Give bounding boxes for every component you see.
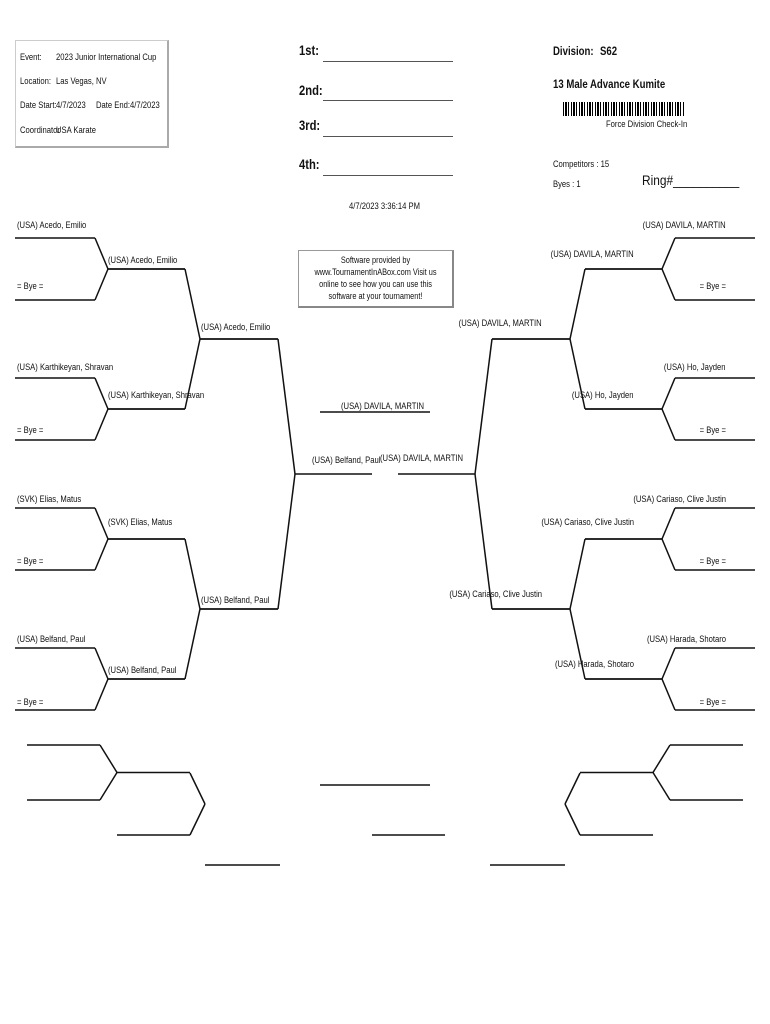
right-r1-competitor: = Bye = bbox=[699, 556, 726, 566]
date-end-value: 4/7/2023 bbox=[130, 100, 160, 110]
connector-line bbox=[661, 237, 676, 270]
left-r2-competitor: (USA) Acedo, Emilio bbox=[108, 255, 178, 265]
fourth-place-line[interactable] bbox=[323, 175, 453, 176]
right-r1-competitor: (USA) Ho, Jayden bbox=[664, 362, 726, 372]
location-label: Location: bbox=[20, 76, 52, 86]
right-r2-competitor: (USA) DAVILA, MARTIN bbox=[550, 249, 634, 259]
left-r1-competitor: (USA) Karthikeyan, Shravan bbox=[17, 362, 114, 372]
right-r1-competitor: (USA) DAVILA, MARTIN bbox=[642, 220, 726, 230]
left-finalist: (USA) Belfand, Paul bbox=[312, 455, 381, 465]
connector-line bbox=[277, 473, 296, 610]
connector-line bbox=[652, 744, 671, 773]
left-r1-competitor: (USA) Acedo, Emilio bbox=[17, 220, 87, 230]
left-r3-competitor: (USA) Acedo, Emilio bbox=[201, 322, 271, 332]
right-r2-competitor: (USA) Cariaso, Clive Justin bbox=[541, 517, 634, 527]
connector-line bbox=[661, 538, 676, 571]
connector-line bbox=[661, 268, 676, 301]
connector-line bbox=[94, 507, 109, 540]
left-r1-competitor: = Bye = bbox=[17, 425, 44, 435]
connector-line bbox=[94, 647, 109, 680]
connector-line bbox=[184, 338, 201, 410]
connector-line bbox=[569, 338, 586, 410]
connector-line bbox=[184, 538, 201, 610]
connector-line bbox=[189, 772, 206, 805]
division-code: S62 bbox=[600, 44, 618, 58]
right-r1-competitor: = Bye = bbox=[699, 281, 726, 291]
date-end-label: Date End: bbox=[96, 100, 131, 110]
connector-line bbox=[277, 338, 296, 475]
champion-name: (USA) DAVILA, MARTIN bbox=[341, 401, 425, 411]
left-r3-competitor: (USA) Belfand, Paul bbox=[201, 595, 270, 605]
connector-line bbox=[94, 268, 109, 301]
left-r1-competitor: (USA) Belfand, Paul bbox=[17, 634, 86, 644]
right-r1-competitor: = Bye = bbox=[699, 697, 726, 707]
connector-line bbox=[564, 772, 581, 805]
first-place-line[interactable] bbox=[323, 61, 453, 62]
competitors-count: Competitors : 15 bbox=[553, 159, 610, 169]
second-place-label: 2nd: bbox=[299, 82, 323, 98]
connector-line bbox=[184, 608, 201, 680]
event-info-box: Event: 2023 Junior International Cup Loc… bbox=[15, 40, 169, 148]
third-place-label: 3rd: bbox=[299, 117, 321, 133]
barcode-caption: Force Division Check-In bbox=[606, 119, 688, 129]
connector-line bbox=[474, 338, 493, 475]
right-r3-competitor: (USA) DAVILA, MARTIN bbox=[458, 318, 542, 328]
event-value: 2023 Junior International Cup bbox=[56, 52, 157, 62]
connector-line bbox=[569, 538, 586, 610]
connector-line bbox=[661, 678, 676, 711]
byes-count: Byes : 1 bbox=[553, 179, 581, 189]
left-r1-competitor: = Bye = bbox=[17, 697, 44, 707]
software-credit-text: Software provided by www.TournamentInABo… bbox=[314, 255, 437, 301]
event-label: Event: bbox=[20, 52, 42, 62]
connector-line bbox=[661, 507, 676, 540]
connector-line bbox=[184, 268, 201, 340]
fourth-place-label: 4th: bbox=[299, 156, 320, 172]
date-start-label: Date Start: bbox=[20, 100, 57, 110]
connector-line bbox=[661, 647, 676, 680]
third-place-line[interactable] bbox=[323, 136, 453, 137]
left-r1-competitor: (SVK) Elias, Matus bbox=[17, 494, 82, 504]
connector-line bbox=[189, 803, 206, 836]
connector-line bbox=[564, 803, 581, 836]
connector-line bbox=[474, 473, 493, 610]
right-r2-competitor: (USA) Ho, Jayden bbox=[572, 390, 634, 400]
division-name: 13 Male Advance Kumite bbox=[553, 77, 666, 91]
software-credit-box: Software provided by www.TournamentInABo… bbox=[298, 250, 454, 308]
right-r1-competitor: = Bye = bbox=[699, 425, 726, 435]
left-r2-competitor: (SVK) Elias, Matus bbox=[108, 517, 173, 527]
right-finalist: (USA) DAVILA, MARTIN bbox=[380, 453, 464, 463]
coordinator-label: Coordinator bbox=[20, 125, 60, 135]
right-r2-competitor: (USA) Harada, Shotaro bbox=[554, 659, 634, 669]
connector-line bbox=[94, 538, 109, 571]
left-r2-competitor: (USA) Karthikeyan, Shravan bbox=[108, 390, 205, 400]
coordinator-value: USA Karate bbox=[56, 125, 96, 135]
first-place-label: 1st: bbox=[299, 42, 319, 58]
connector-line bbox=[661, 408, 676, 441]
barcode bbox=[563, 102, 685, 116]
right-r1-competitor: (USA) Cariaso, Clive Justin bbox=[633, 494, 726, 504]
left-r2-competitor: (USA) Belfand, Paul bbox=[108, 665, 177, 675]
right-r3-competitor: (USA) Cariaso, Clive Justin bbox=[449, 589, 542, 599]
connector-line bbox=[569, 608, 586, 680]
connector-line bbox=[99, 744, 118, 773]
right-r1-competitor: (USA) Harada, Shotaro bbox=[646, 634, 726, 644]
second-place-line[interactable] bbox=[323, 100, 453, 101]
printed-timestamp: 4/7/2023 3:36:14 PM bbox=[349, 201, 421, 211]
connector-line bbox=[94, 678, 109, 711]
connector-line bbox=[94, 408, 109, 441]
left-r1-competitor: = Bye = bbox=[17, 281, 44, 291]
division-label: Division: bbox=[553, 44, 594, 58]
connector-line bbox=[569, 268, 586, 340]
location-value: Las Vegas, NV bbox=[56, 76, 107, 86]
date-start-value: 4/7/2023 bbox=[56, 100, 86, 110]
connector-line bbox=[661, 377, 676, 410]
connector-line bbox=[94, 377, 109, 410]
connector-line bbox=[94, 237, 109, 270]
ring-number-field[interactable]: Ring#__________ bbox=[642, 172, 740, 188]
connector-line bbox=[99, 772, 118, 801]
connector-line bbox=[652, 772, 671, 801]
left-r1-competitor: = Bye = bbox=[17, 556, 44, 566]
